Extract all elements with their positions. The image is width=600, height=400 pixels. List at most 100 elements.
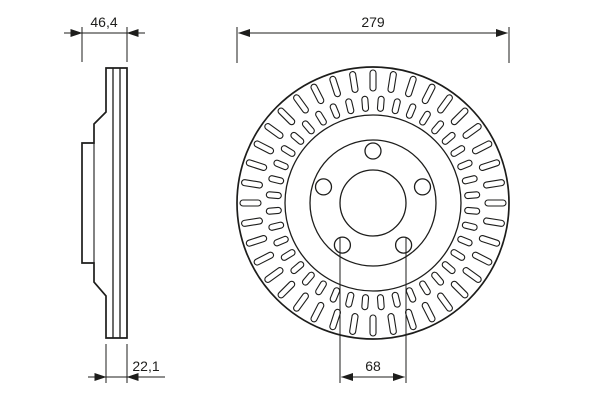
vent-slot	[441, 131, 456, 145]
vent-slot	[265, 191, 282, 200]
bolt-hole	[364, 142, 382, 160]
vent-slot	[239, 199, 262, 207]
vent-slot	[405, 287, 417, 303]
vent-slot	[253, 140, 275, 155]
vent-slot	[461, 221, 478, 231]
vent-slot	[369, 69, 377, 92]
vent-slot	[245, 234, 268, 247]
vent-slot	[241, 179, 263, 189]
vent-slot	[391, 291, 401, 308]
vent-slot	[376, 95, 385, 112]
vent-slot	[277, 107, 296, 126]
vent-slot	[437, 94, 453, 114]
hub-circle	[309, 139, 437, 267]
vent-slot	[484, 199, 507, 207]
vent-slot	[421, 83, 436, 105]
vent-slot	[387, 71, 397, 93]
vent-slot	[280, 249, 296, 261]
vent-slot	[471, 140, 493, 155]
vent-slot	[361, 95, 370, 112]
vent-slot	[329, 308, 342, 331]
bolt-hole-group	[314, 142, 432, 254]
vent-slot	[293, 94, 309, 114]
vent-slot	[329, 287, 341, 303]
vent-slot	[268, 221, 285, 231]
vent-slot	[404, 308, 417, 331]
vent-slot	[421, 301, 436, 323]
vent-slot	[483, 217, 505, 227]
vent-slot	[387, 313, 397, 335]
vent-slot	[315, 110, 327, 126]
vent-slot	[450, 145, 466, 157]
vent-slot	[329, 75, 342, 98]
dim-outer-diameter: 279	[236, 14, 510, 63]
vent-slot	[301, 120, 315, 135]
vent-slot	[483, 179, 505, 189]
vent-slot	[431, 271, 445, 286]
vent-slot	[310, 301, 325, 323]
vent-slot	[293, 292, 309, 312]
bolt-hole	[333, 236, 352, 254]
vent-slot	[265, 206, 282, 215]
vent-slot	[419, 280, 431, 296]
dim-disc-thickness-label: 22,1	[132, 358, 159, 374]
vent-slot	[290, 261, 305, 275]
vent-slot	[345, 98, 355, 115]
dim-outer-diameter-label: 279	[361, 14, 385, 30]
vent-slot	[310, 83, 325, 105]
friction-band-inner-circle	[284, 114, 462, 292]
bolt-hole	[394, 236, 413, 254]
side-view	[81, 67, 128, 339]
vent-slot	[264, 123, 284, 139]
vent-slot	[273, 235, 289, 247]
vent-slot	[464, 206, 481, 215]
vent-slot	[391, 98, 401, 115]
vent-slot	[241, 217, 263, 227]
front-view	[236, 66, 510, 340]
dim-center-bore-label: 68	[365, 358, 381, 374]
vent-slot	[329, 103, 341, 119]
vent-slot-row-inner	[265, 95, 481, 311]
vent-slot	[273, 159, 289, 171]
dim-overall-width-label: 46,4	[90, 14, 117, 30]
vent-slot	[349, 71, 359, 93]
vent-slot	[464, 191, 481, 200]
vent-slot	[437, 292, 453, 312]
vent-slot	[478, 159, 501, 172]
vent-slot	[462, 267, 482, 283]
vent-slot	[457, 159, 473, 171]
vent-slot	[301, 271, 315, 286]
vent-slot	[405, 103, 417, 119]
vent-slot	[315, 280, 327, 296]
vent-slot	[450, 107, 469, 126]
vent-slot	[441, 261, 456, 275]
vent-slot-row-outer	[239, 69, 507, 337]
vent-slot	[268, 175, 285, 185]
dim-center-bore: 68	[339, 238, 407, 383]
vent-slot	[361, 294, 370, 311]
vent-slot	[376, 294, 385, 311]
vent-slot	[280, 145, 296, 157]
vent-slot	[419, 110, 431, 126]
dim-overall-width: 46,4	[64, 14, 145, 62]
vent-slot	[245, 159, 268, 172]
bolt-hole	[314, 178, 333, 196]
vent-slot	[290, 131, 305, 145]
vent-slot	[431, 120, 445, 135]
vent-slot	[457, 235, 473, 247]
vent-slot	[345, 291, 355, 308]
center-bore-circle	[339, 169, 407, 237]
vent-slot	[253, 251, 275, 266]
vent-slot	[264, 267, 284, 283]
vent-slot	[369, 314, 377, 337]
outer-diameter-circle	[236, 66, 510, 340]
dim-disc-thickness: 22,1	[88, 344, 165, 383]
vent-slot	[404, 75, 417, 98]
vent-slot	[461, 175, 478, 185]
vent-slot	[478, 234, 501, 247]
vent-slot	[349, 313, 359, 335]
vent-slot	[471, 251, 493, 266]
vent-slot	[450, 249, 466, 261]
vent-slot	[450, 280, 469, 299]
